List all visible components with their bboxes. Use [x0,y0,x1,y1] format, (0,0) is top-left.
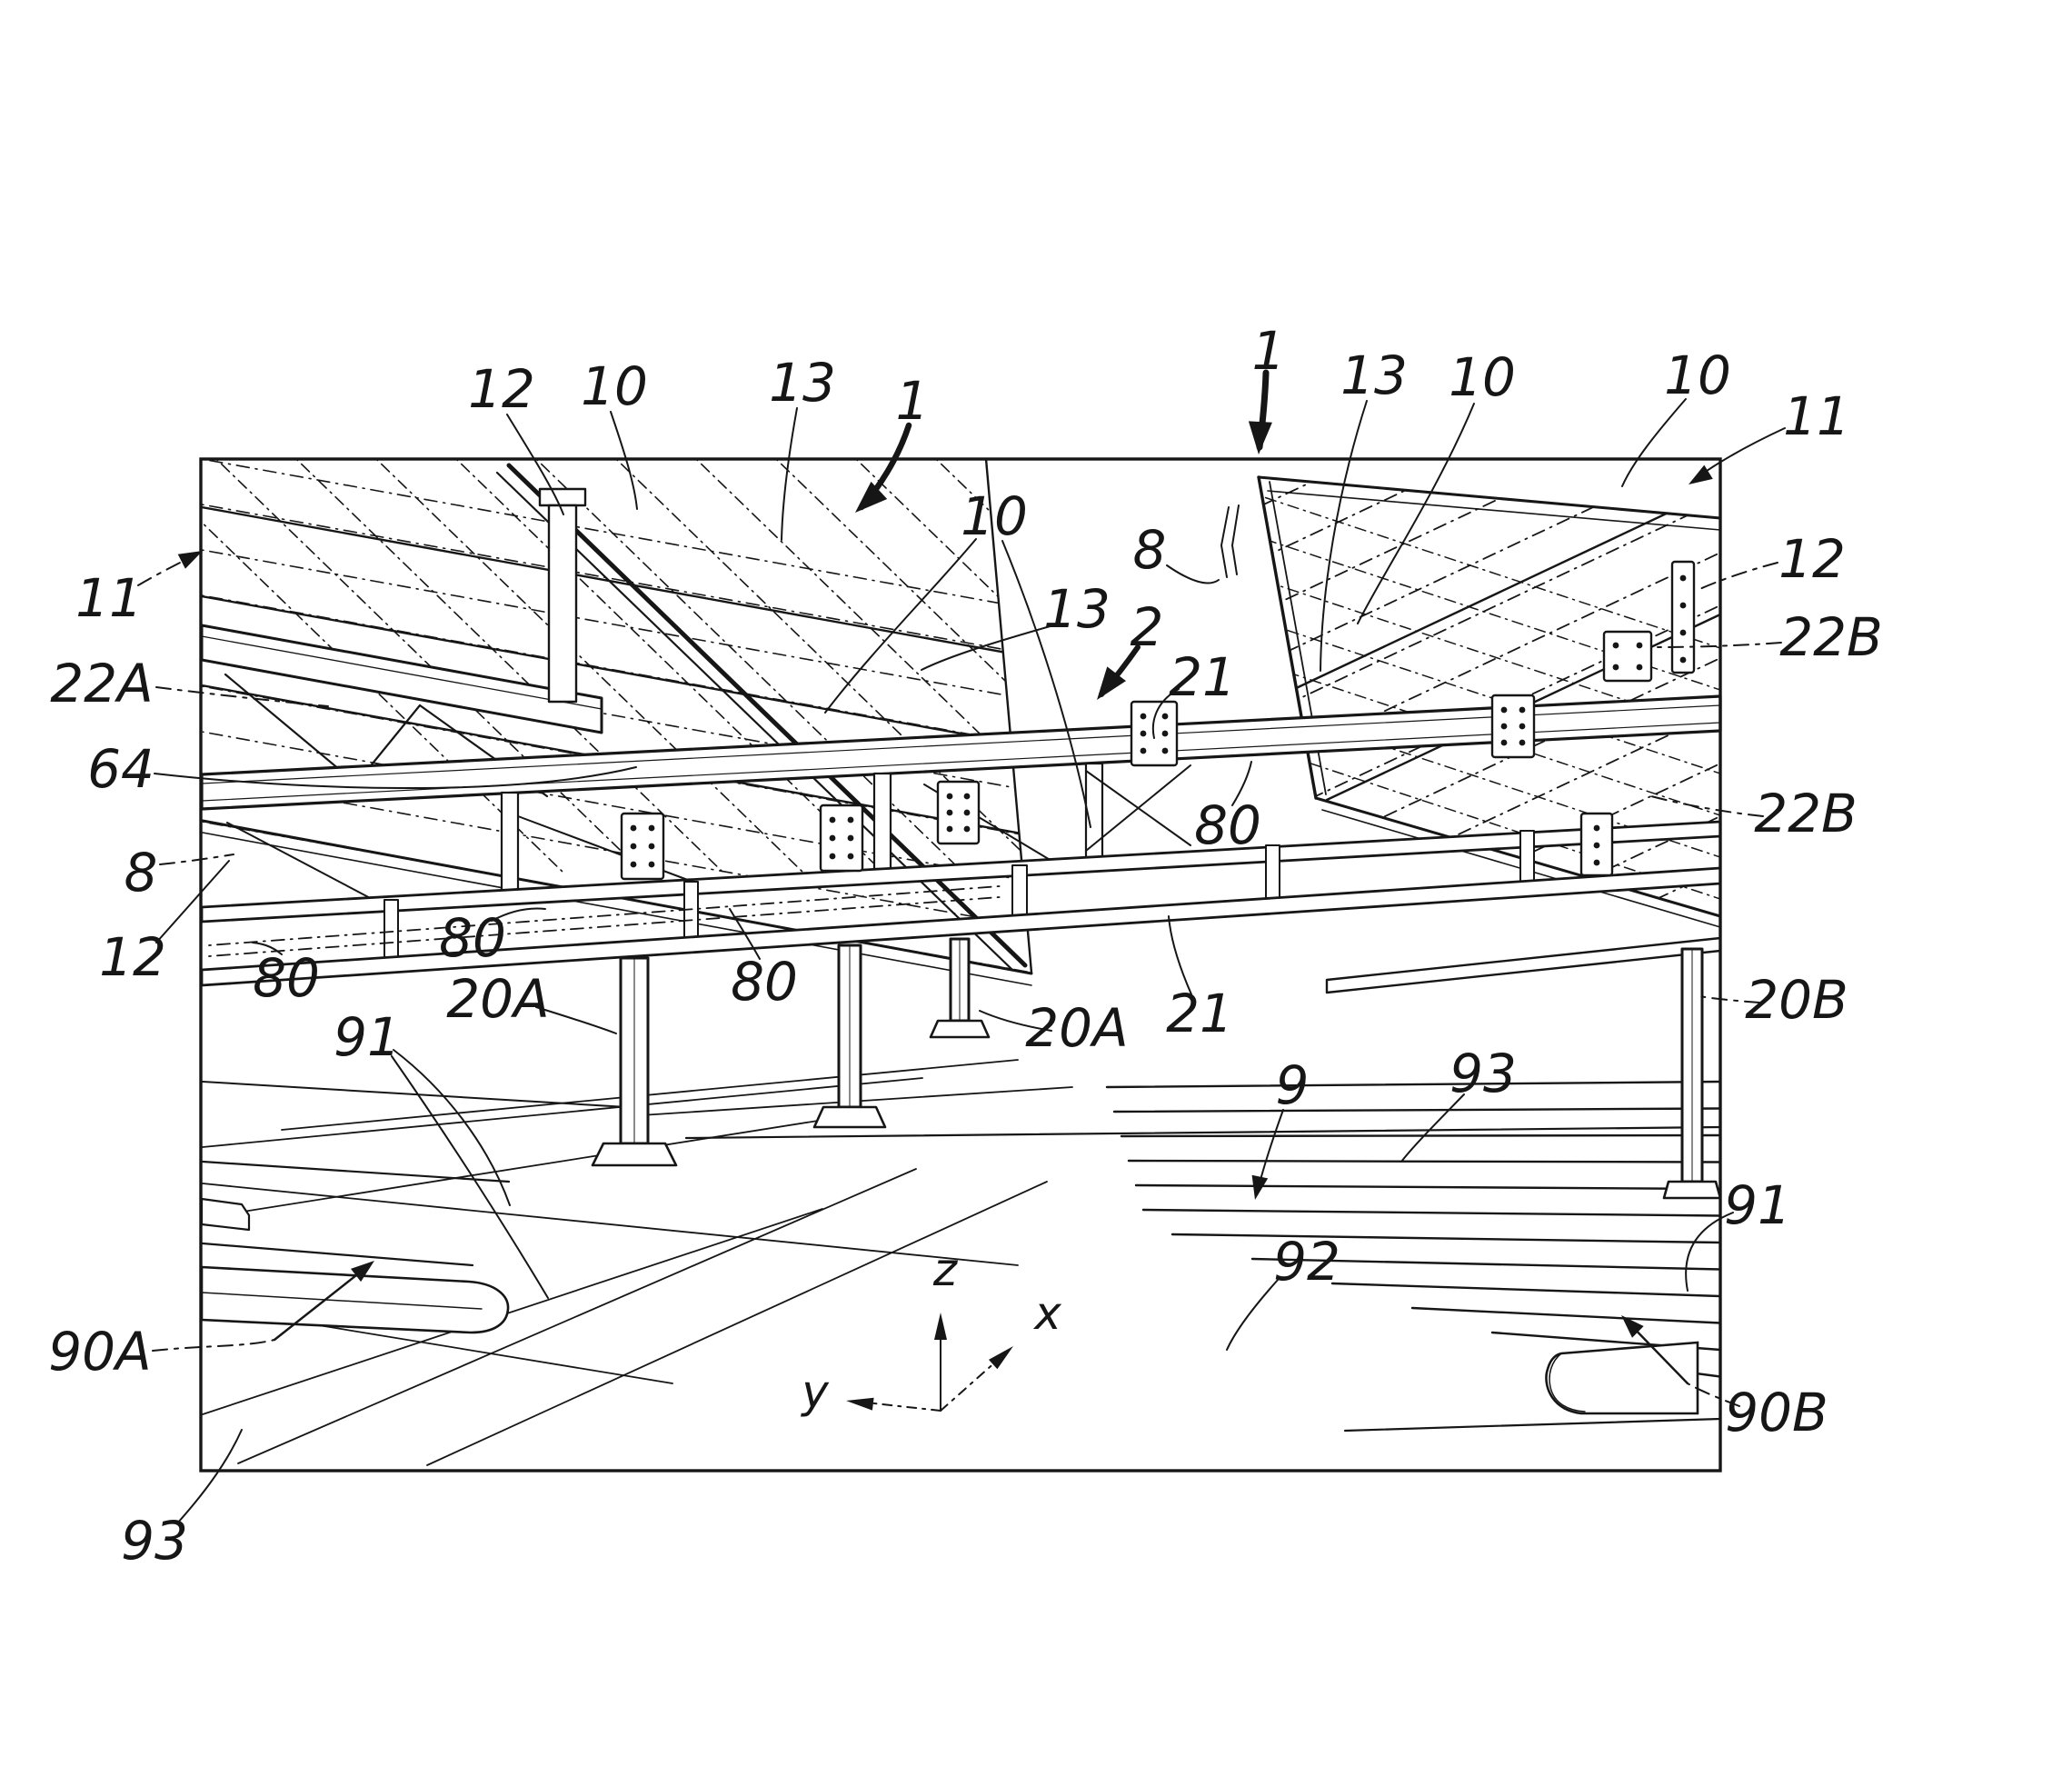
ref-number: 80 [731,951,798,1013]
axis-label-y: y [800,1365,830,1418]
ref-number: 22A [50,653,153,714]
ref-number: 13 [769,352,836,414]
ref-label-10-1: 10 [581,355,648,510]
structure-lines [200,457,1722,1466]
ref-number: 91 [334,1006,401,1068]
ref-label-92-29: 92 [1226,1231,1340,1351]
ref-label-8-20: 8 [1133,519,1220,584]
ref-label-80-15: 80 [439,907,546,969]
ref-number: 13 [1340,344,1408,406]
ref-label-80-18: 80 [729,908,798,1013]
ref-label-12-13: 12 [99,860,230,988]
drawing-frame [199,457,1722,1473]
ref-number: 2 [1131,596,1164,658]
ref-number: 21 [1169,646,1236,708]
ref-label-80-24: 80 [1194,761,1261,856]
ref-number: 21 [1166,983,1233,1044]
ref-number: 11 [1783,385,1850,447]
ref-number: 1 [896,370,930,432]
ref-number: 10 [1449,346,1516,408]
ref-number: 8 [1133,519,1167,581]
ref-number: 12 [468,358,535,420]
ref-number: 93 [121,1510,188,1572]
ref-number: 80 [253,947,320,1009]
ref-label-20A-16: 20A [446,968,617,1034]
ref-number: 93 [1449,1043,1517,1104]
ref-label-91-17: 91 [334,1006,549,1299]
ref-number: 10 [581,355,648,417]
ref-number: 10 [1664,344,1731,406]
ref-label-11-9: 11 [75,551,203,629]
ref-label-10-7: 10 [1621,344,1731,487]
ref-label-21-23: 21 [1151,646,1236,739]
ref-label-9-27: 9 [1251,1054,1310,1200]
ref-label-22B-32: 22B [1650,783,1858,844]
ref-number: 91 [1724,1174,1791,1236]
ref-label-90A-36: 90A [48,1261,374,1383]
ref-label-91-34: 91 [1685,1174,1791,1292]
ref-number: 20A [446,968,549,1030]
ref-label-2-22: 2 [1097,596,1163,700]
ref-number: 64 [87,738,154,800]
ref-number: 92 [1273,1231,1340,1293]
coordinate-axes: z x y [800,1243,1061,1418]
ref-number: 22B [1754,783,1858,844]
ref-label-13-21: 13 [921,578,1111,671]
ref-label-13-5: 13 [1320,344,1408,672]
ref-label-12-30: 12 [1695,528,1846,592]
ref-number: 20A [1025,997,1128,1059]
ref-number: 22B [1779,606,1883,668]
ref-label-11-8: 11 [1688,385,1850,484]
ref-label-22A-10: 22A [50,653,329,714]
ref-label-12-0: 12 [468,358,564,515]
ref-number: 12 [1778,528,1846,590]
ref-number: 11 [75,567,143,629]
ref-number: 80 [1194,794,1261,856]
axis-label-z: z [932,1243,959,1296]
ref-label-20A-25: 20A [979,997,1129,1059]
ref-label-21-26: 21 [1166,915,1233,1044]
ref-number: 9 [1276,1054,1310,1116]
ref-number: 90B [1725,1382,1828,1443]
ref-number: 13 [1043,578,1111,640]
ref-label-22B-31: 22B [1655,606,1883,668]
ref-label-10-6: 10 [1357,346,1516,624]
left-canopy-grid [202,459,1031,973]
ref-number: 20B [1745,969,1848,1031]
ref-label-1-4: 1 [1248,320,1286,454]
ref-label-64-11: 64 [87,738,637,800]
parking-floor-lines [201,1059,1722,1466]
ref-label-20B-33: 20B [1698,969,1848,1031]
ref-label-90B-35: 90B [1621,1315,1828,1443]
ref-number: 8 [125,842,158,903]
ref-label-80-14: 80 [252,942,320,1009]
ref-label-93-28: 93 [1400,1043,1517,1163]
ref-label-93-37: 93 [121,1429,243,1572]
ref-label-1-3: 1 [855,370,929,513]
ref-number: 10 [961,485,1028,547]
ref-number: 90A [48,1321,151,1383]
ref-number: 12 [99,926,166,988]
ref-number: 1 [1252,320,1286,382]
axis-label-x: x [1032,1287,1061,1340]
ref-number: 80 [439,907,506,969]
ref-label-8-12: 8 [125,842,234,903]
ref-label-13-2: 13 [769,352,836,541]
ref-label-10-19: 10 [824,485,1091,828]
